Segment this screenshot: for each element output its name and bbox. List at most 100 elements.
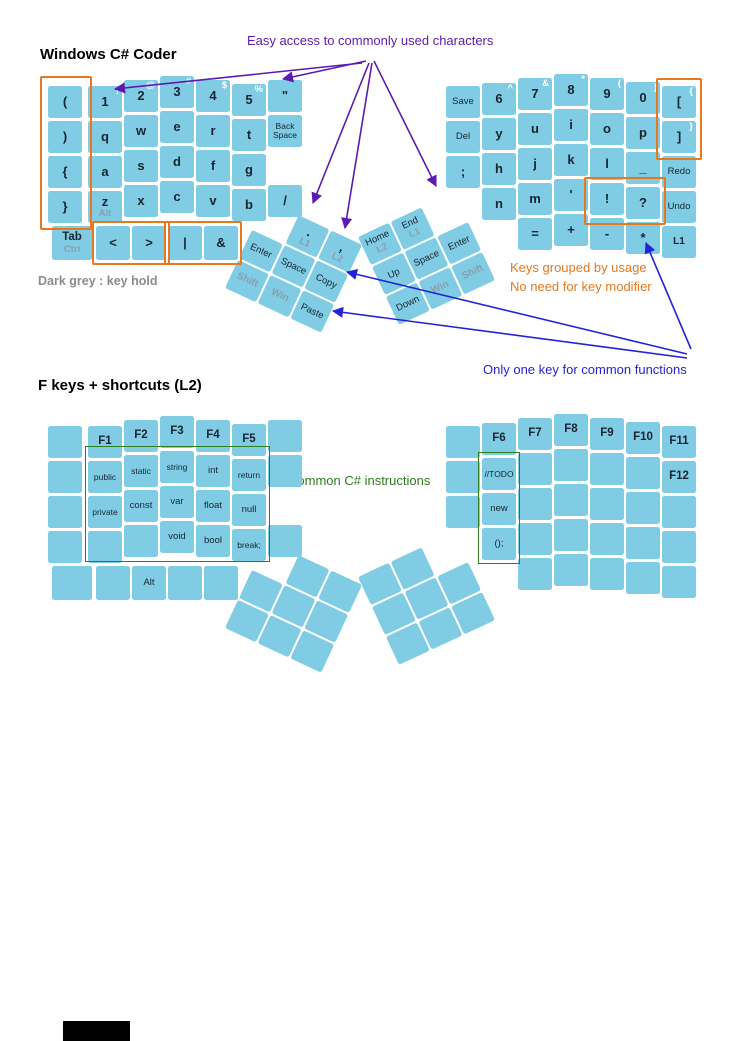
key-alt: Alt: [132, 566, 166, 600]
key-d: d: [160, 146, 194, 178]
key-f10: F10: [626, 422, 660, 454]
key-label: w: [135, 123, 147, 139]
key-label: F10: [633, 431, 653, 444]
key-blank: [626, 527, 660, 559]
key-9: 9(: [590, 78, 624, 110]
key-private: private: [88, 496, 122, 528]
key-k: k: [554, 144, 588, 176]
key-label: h: [495, 161, 503, 177]
key-blank: [554, 484, 588, 516]
key-label: string: [166, 461, 188, 472]
key-label: d: [173, 154, 181, 170]
key-del: Del: [446, 121, 480, 153]
key-f4: F4: [196, 420, 230, 452]
key-label: ();: [494, 538, 504, 550]
key-question: ?: [626, 187, 660, 219]
footer-bar: [63, 1021, 130, 1041]
annotation-key-hold-note: Dark grey : key hold: [38, 274, 158, 288]
key-m: m: [518, 183, 552, 215]
key-label: ;: [460, 164, 466, 180]
key-label: F9: [600, 427, 614, 440]
key-blank: [590, 558, 624, 590]
key-label: 8: [567, 82, 575, 98]
key-blank: [204, 566, 238, 600]
key-label: Redo: [667, 166, 691, 178]
key-label: r: [210, 123, 216, 139]
key-label: i: [569, 117, 573, 133]
key-label: private: [92, 506, 118, 517]
key-minus: -: [590, 218, 624, 250]
hold-layer-label: L1: [407, 225, 423, 241]
key-label: float: [204, 500, 222, 512]
key-ampersand: &: [204, 226, 238, 260]
key-f7: F7: [518, 418, 552, 450]
key-blank: [518, 453, 552, 485]
key-label: 0: [639, 90, 647, 106]
key-blank: [48, 496, 82, 528]
key-g: g: [232, 154, 266, 186]
key-label: Down: [394, 293, 422, 314]
key-label: Undo: [667, 201, 691, 213]
key-label: b: [245, 197, 253, 213]
key-null: null: [232, 494, 266, 526]
key-v: v: [196, 185, 230, 217]
key-label: F12: [669, 470, 689, 483]
key-j: j: [518, 148, 552, 180]
key-label: 1: [101, 94, 109, 110]
key-f1: F1: [88, 426, 122, 458]
shifted-symbol-label: (: [617, 78, 621, 89]
key-open-bracket: [{: [662, 86, 696, 118]
key-x: x: [124, 185, 158, 217]
key-label: f: [210, 158, 216, 174]
key-float: float: [196, 490, 230, 522]
key-4: 4$: [196, 80, 230, 112]
key-e: e: [160, 111, 194, 143]
key-exclamation: !: [590, 183, 624, 215]
key-return: return: [232, 459, 266, 491]
key-blank: [626, 562, 660, 594]
key-label: 3: [173, 84, 181, 100]
key-label: Shift: [234, 270, 260, 291]
key-label: p: [639, 125, 647, 141]
key-blank: [268, 420, 302, 452]
shifted-symbol-label: {: [689, 86, 693, 97]
hold-layer-label: Alt: [98, 208, 112, 220]
key-blank: [518, 558, 552, 590]
key-8: 8*: [554, 74, 588, 106]
key-label: Win: [429, 279, 451, 297]
key-label: F8: [564, 423, 578, 436]
key-label: public: [93, 471, 117, 482]
key-close-brace: }: [48, 191, 82, 223]
annotation-easy-access: Easy access to commonly used characters: [247, 33, 494, 48]
key-label: q: [101, 129, 109, 145]
key-f6: F6: [482, 423, 516, 455]
key-label: return: [237, 469, 261, 480]
key-f8: F8: [554, 414, 588, 446]
key-label: F5: [242, 433, 256, 446]
key-label: /: [283, 193, 287, 209]
key-void: void: [160, 521, 194, 553]
key-blank: [590, 523, 624, 555]
key-equals: =: [518, 218, 552, 250]
key-s: s: [124, 150, 158, 182]
key-blank: [626, 492, 660, 524]
key-blank: [446, 461, 480, 493]
key-blank: [662, 531, 696, 563]
shifted-symbol-label: *: [581, 74, 585, 85]
key-open-paren: (: [48, 86, 82, 118]
key-w: w: [124, 115, 158, 147]
key-blank: [518, 523, 552, 555]
key-pipe: |: [168, 226, 202, 260]
key-label: int: [207, 465, 219, 477]
key-blank: [88, 531, 122, 563]
key-f12: F12: [662, 461, 696, 493]
key-label: Space: [279, 255, 309, 277]
key-label: a: [101, 164, 109, 180]
key-label: 6: [495, 91, 503, 107]
key-label: 2: [137, 88, 145, 104]
key-blank: [446, 496, 480, 528]
hold-layer-label: L1: [297, 235, 312, 251]
key-label: <: [109, 235, 117, 251]
layer2-title: F keys + shortcuts (L2): [38, 377, 202, 394]
key-blank: [446, 426, 480, 458]
